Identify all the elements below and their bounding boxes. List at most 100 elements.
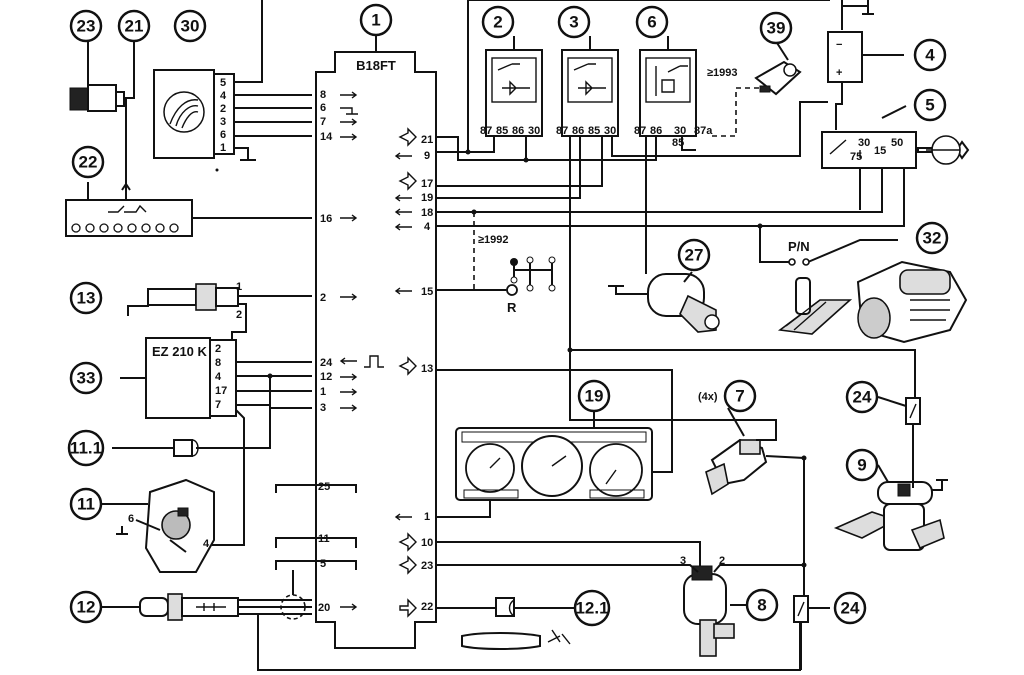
wire-ez-ecu (236, 361, 312, 392)
wires-relays (436, 0, 916, 400)
wire-ez-11 (212, 409, 245, 546)
ez-pin-17: 17 (215, 385, 227, 397)
component-27-pump (608, 250, 720, 333)
badge-9: 9 (845, 448, 879, 482)
ecu-pin-12: 12 (320, 371, 332, 383)
component-32-gear-lever (777, 277, 853, 335)
svg-text:3: 3 (569, 13, 578, 32)
badge-8: 8 (745, 588, 779, 622)
badge-12: 12 (69, 590, 103, 624)
ecu-pin-19: 19 (421, 192, 433, 204)
badge-39: 39 (759, 11, 793, 45)
relay3-pin-87: 87 (556, 125, 568, 137)
wire-19-ecu1 (436, 500, 491, 518)
ez-pin-2: 2 (215, 343, 221, 355)
relay-2: 87 85 86 30 (480, 36, 543, 137)
ecu-pin-18: 18 (421, 207, 433, 219)
svg-text:1: 1 (371, 11, 380, 30)
ecu-pin-23: 23 (421, 560, 433, 572)
svg-text:13: 13 (77, 289, 96, 308)
badge-7: 7 (723, 379, 757, 413)
ecu-title: B18FT (356, 58, 396, 73)
ecu-pin-10: 10 (421, 537, 433, 549)
pn-label: P/N (788, 239, 810, 254)
svg-text:12.1: 12.1 (575, 599, 608, 618)
ecu-pin-13: 13 (421, 363, 433, 375)
svg-text:24: 24 (853, 388, 872, 407)
sensor13-pin-2: 2 (236, 309, 242, 321)
injector-qty: (4x) (698, 391, 718, 403)
svg-text:11.1: 11.1 (70, 439, 102, 458)
gear-selector: R (506, 256, 556, 315)
ecu-pin-17: 17 (421, 178, 433, 190)
svg-text:11: 11 (77, 495, 95, 514)
relay3-pin-86: 86 (572, 125, 584, 137)
badge-24-upper: 24 (845, 380, 879, 414)
relay6-pin-87a: 87a (694, 125, 713, 137)
ecu-pin-22: 22 (421, 601, 433, 613)
badge-27: 27 (677, 238, 711, 272)
ecu-pin-4: 4 (424, 221, 431, 233)
ecu-pin-9: 9 (424, 150, 430, 162)
comp30-pin-2: 2 (220, 103, 226, 115)
badge-23: 23 (69, 9, 103, 43)
relay6-pin-30: 30 (674, 125, 686, 137)
ecu-left-pins: 8 6 7 14 16 2 24 12 1 3 25 11 5 20 (318, 89, 333, 614)
wire-pn (759, 226, 898, 263)
valve8-pin-2: 2 (719, 555, 725, 567)
valve8-pin-3: 3 (680, 555, 686, 567)
svg-text:5: 5 (925, 96, 934, 115)
svg-text:6: 6 (647, 13, 656, 32)
wire-12-ecu (238, 599, 312, 615)
relay3-pin-30: 30 (604, 125, 616, 137)
switch5-pin-50: 50 (891, 137, 903, 149)
component-starter-motor (856, 260, 968, 344)
sensor11-pin-6: 6 (128, 513, 134, 525)
badge-24-lower: 24 (833, 591, 867, 625)
battery-plus: + (836, 67, 842, 79)
ecu-pin-7: 7 (320, 116, 326, 128)
svg-text:4: 4 (925, 46, 935, 65)
badge-32: 32 (915, 221, 949, 255)
badge-11: 11 (69, 487, 103, 521)
ecu-pin-6: 6 (320, 102, 326, 114)
ecu-pin-16: 16 (320, 213, 332, 225)
svg-text:9: 9 (857, 456, 866, 475)
note-1992: ≥1992 (478, 234, 509, 246)
battery-minus: − (836, 39, 842, 51)
relay-3: 87 86 85 30 (556, 36, 619, 137)
badge-12-1: 12.1 (573, 589, 611, 627)
relay2-pin-86: 86 (512, 125, 524, 137)
component-24-fuse-lower (793, 595, 830, 670)
component-7-injector: (4x) (569, 350, 805, 596)
badge-11-1: 11.1 (67, 429, 105, 467)
comp30-pin-4: 4 (220, 90, 227, 102)
component-39-sensor (754, 31, 802, 96)
ecu-pin-2: 2 (320, 292, 326, 304)
svg-text:8: 8 (757, 596, 766, 615)
ecu-pin-1-right: 1 (424, 511, 430, 523)
svg-text:23: 23 (77, 17, 96, 36)
ecu-pin-20: 20 (318, 602, 330, 614)
comp30-pin-1: 1 (220, 142, 226, 154)
relay2-pin-87: 87 (480, 125, 492, 137)
ecu-module: B18FT (315, 35, 437, 649)
ecu-pin-3: 3 (320, 402, 326, 414)
ecu-pin-5: 5 (320, 558, 326, 570)
relay6-pin-87: 87 (634, 125, 646, 137)
relay2-pin-85: 85 (496, 125, 508, 137)
ecu-pin-21: 21 (421, 134, 433, 146)
svg-text:12: 12 (77, 598, 96, 617)
component-19-instrument-cluster (455, 412, 653, 501)
svg-text:39: 39 (767, 19, 786, 38)
svg-text:7: 7 (735, 387, 744, 406)
ecu-pin-15: 15 (421, 286, 433, 298)
component-12-lambda-sensor (139, 593, 239, 621)
badge-21: 21 (117, 9, 151, 43)
component-9-fuel-pump (833, 464, 948, 551)
badge-22: 22 (71, 145, 105, 179)
dashed-1992 (473, 212, 508, 291)
sensor13-pin-1: 1 (236, 281, 242, 293)
reverse-label: R (507, 300, 517, 315)
